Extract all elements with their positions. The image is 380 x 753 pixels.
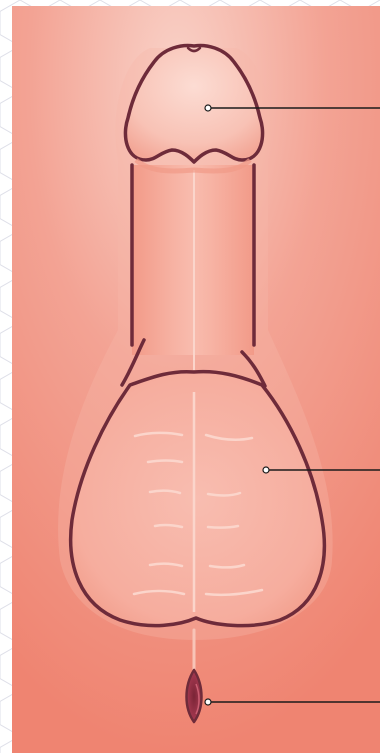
leader-dot-anus — [205, 699, 211, 705]
leader-dot-scrotum — [263, 467, 269, 473]
leader-dot-glans — [205, 105, 211, 111]
